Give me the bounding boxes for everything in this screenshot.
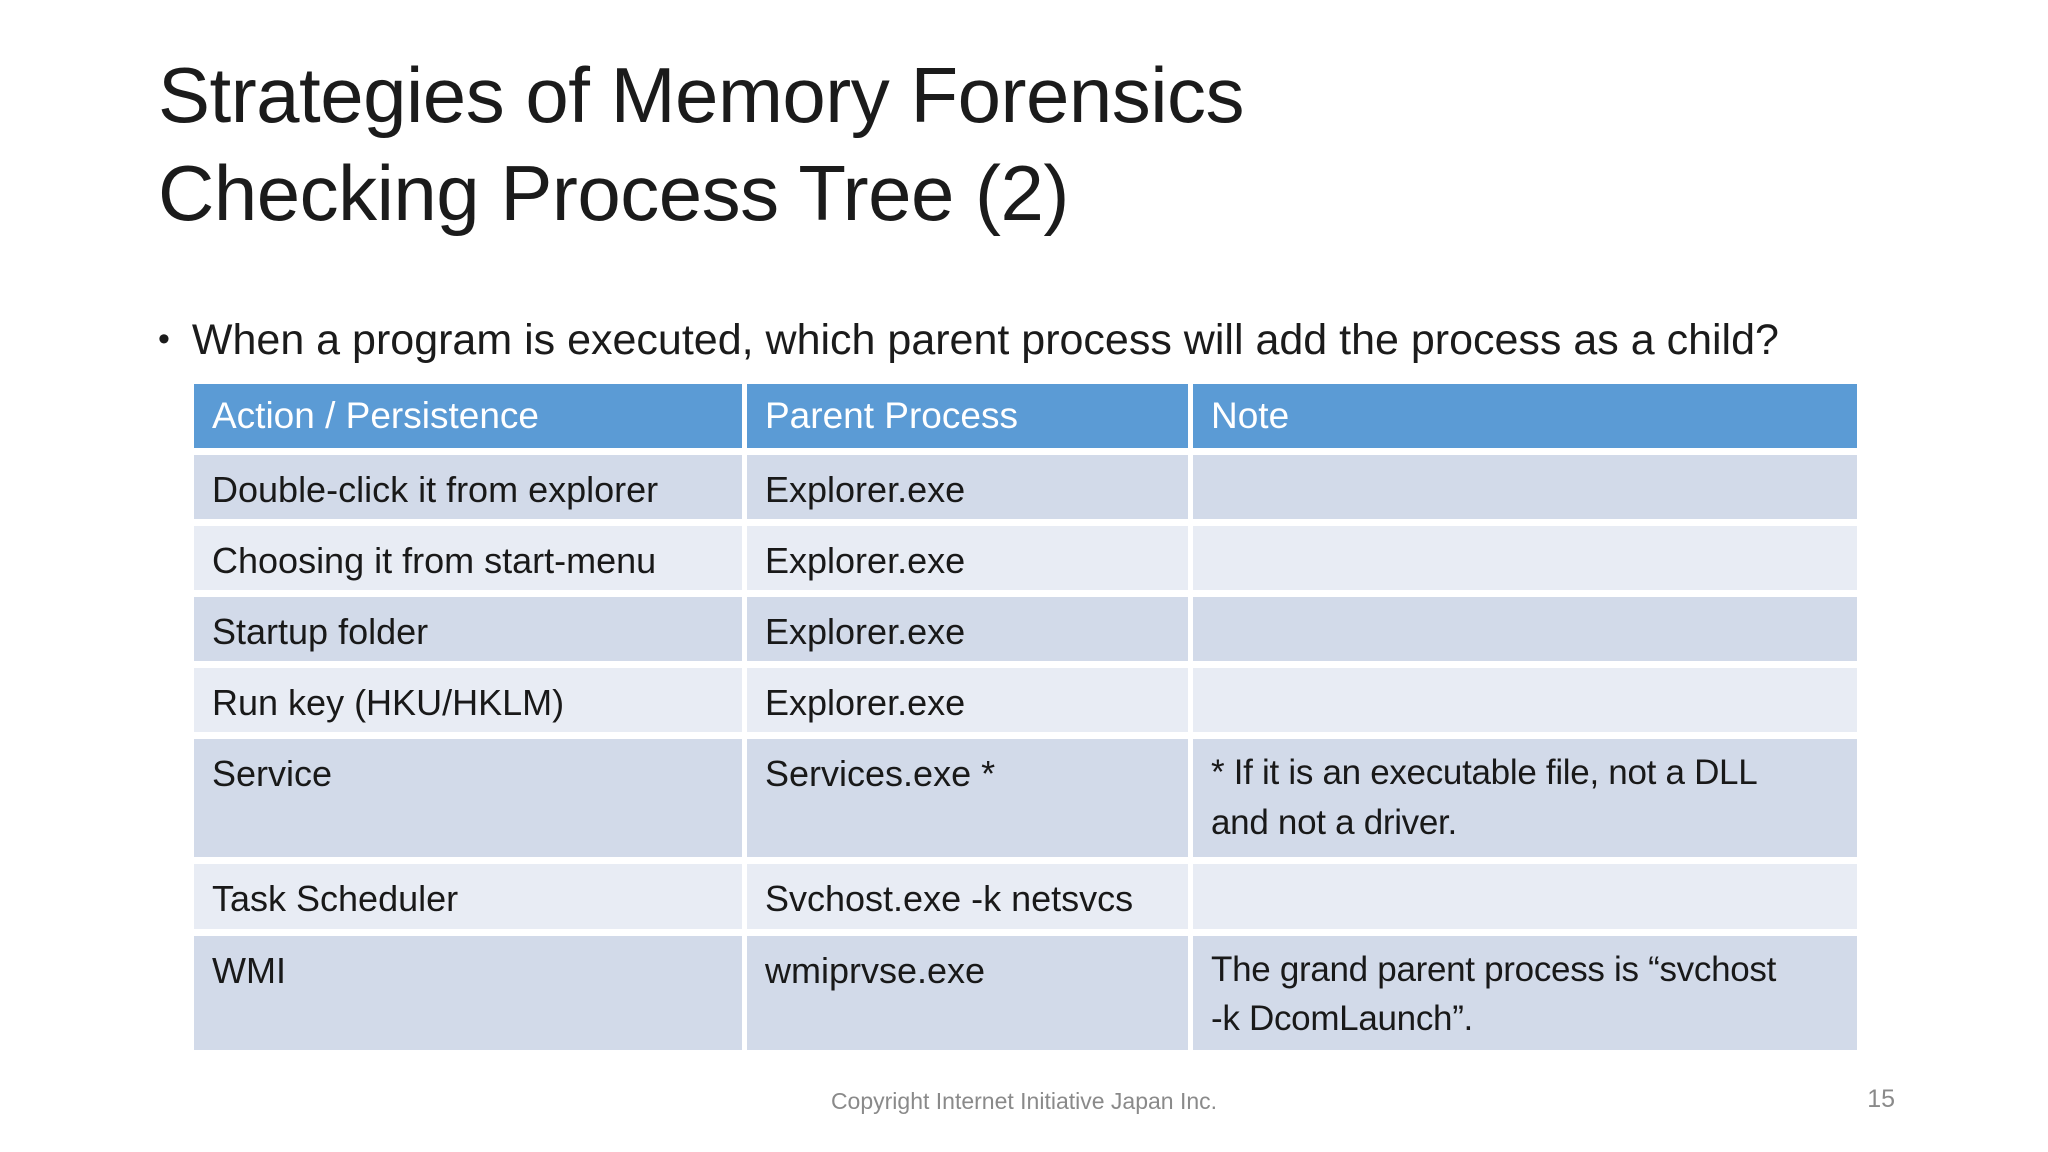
cell-note (1193, 597, 1857, 669)
table-row: Choosing it from start-menu Explorer.exe (194, 526, 1857, 598)
cell-action: Service (194, 739, 747, 865)
cell-action: Run key (HKU/HKLM) (194, 668, 747, 740)
cell-parent-process: Explorer.exe (747, 526, 1193, 598)
col-header-action-persistence: Action / Persistence (194, 384, 747, 455)
cell-action: Choosing it from start-menu (194, 526, 747, 598)
cell-parent-process: Svchost.exe -k netsvcs (747, 864, 1193, 936)
table-header-row: Action / Persistence Parent Process Note (194, 384, 1857, 455)
bullet-line: • When a program is executed, which pare… (158, 316, 1779, 365)
cell-note (1193, 526, 1857, 598)
cell-parent-process: Services.exe * (747, 739, 1193, 865)
bullet-icon: • (158, 320, 170, 358)
cell-parent-process: Explorer.exe (747, 668, 1193, 740)
cell-action: Double-click it from explorer (194, 455, 747, 527)
cell-note (1193, 455, 1857, 527)
table-row: WMI wmiprvse.exe The grand parent proces… (194, 935, 1857, 1050)
table-row: Task Scheduler Svchost.exe -k netsvcs (194, 864, 1857, 936)
cell-note (1193, 668, 1857, 740)
cell-parent-process: Explorer.exe (747, 597, 1193, 669)
table-row: Startup folder Explorer.exe (194, 597, 1857, 669)
cell-action: Startup folder (194, 597, 747, 669)
cell-note: * If it is an executable file, not a DLL… (1193, 739, 1857, 865)
cell-note: The grand parent process is “svchost -k … (1193, 935, 1857, 1050)
col-header-parent-process: Parent Process (747, 384, 1193, 455)
cell-note (1193, 864, 1857, 936)
col-header-note: Note (1193, 384, 1857, 455)
slide-title: Strategies of Memory Forensics Checking … (158, 51, 1245, 238)
bullet-text: When a program is executed, which parent… (191, 316, 1779, 364)
cell-action: Task Scheduler (194, 864, 747, 936)
cell-parent-process: Explorer.exe (747, 455, 1193, 527)
process-parent-table: Action / Persistence Parent Process Note… (194, 384, 1857, 1050)
table-row: Service Services.exe * * If it is an exe… (194, 739, 1857, 865)
page-number: 15 (1867, 1085, 1895, 1113)
cell-parent-process: wmiprvse.exe (747, 935, 1193, 1050)
cell-action: WMI (194, 935, 747, 1050)
footer-copyright: Copyright Internet Initiative Japan Inc. (830, 1088, 1218, 1114)
table-row: Run key (HKU/HKLM) Explorer.exe (194, 668, 1857, 740)
table-row: Double-click it from explorer Explorer.e… (194, 455, 1857, 527)
